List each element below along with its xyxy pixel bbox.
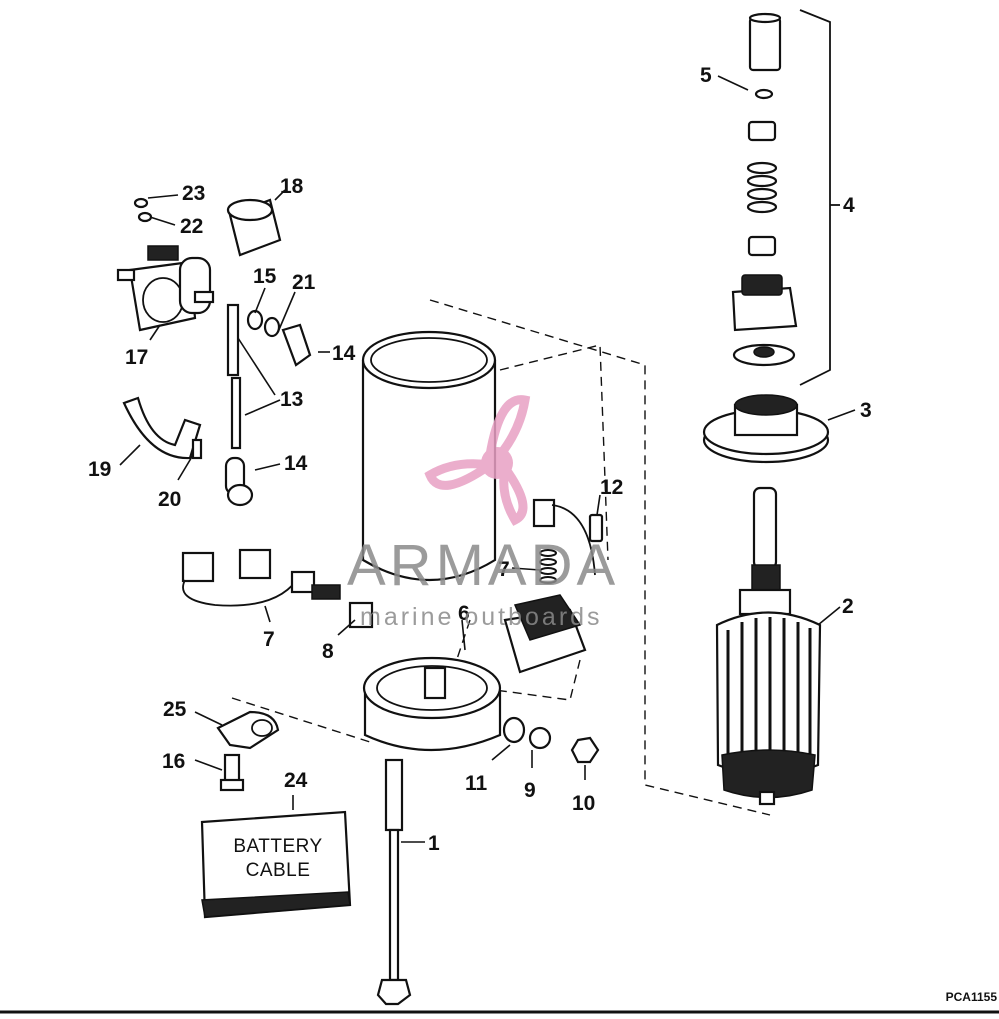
callout-20: 20 [158, 488, 181, 511]
assembly-guide-lines [231, 9, 840, 816]
armature [715, 486, 822, 806]
callout-2: 2 [842, 595, 854, 618]
callout-22: 22 [180, 215, 203, 238]
through-bolt [376, 758, 412, 1006]
callout-7-right: 7 [498, 558, 510, 581]
callout-9: 9 [524, 779, 536, 802]
solenoid-cables [224, 303, 312, 507]
callout-12: 12 [600, 476, 623, 499]
watermark-title: ARMADA [347, 533, 619, 598]
drive-assembly [731, 12, 798, 367]
callout-18: 18 [280, 175, 304, 198]
leader-lines [119, 75, 856, 843]
commutator-end-head [348, 601, 502, 752]
solenoid-bracket [122, 396, 203, 460]
battery-box-line1: BATTERY [233, 836, 322, 857]
callout-8: 8 [322, 640, 334, 663]
callout-3: 3 [860, 399, 872, 422]
starter-frame-housing [361, 330, 497, 581]
callout-10: 10 [572, 792, 595, 815]
callout-labels: 5 4 3 2 1 6 7 7 8 9 10 11 12 13 14 14 15… [88, 64, 872, 855]
washers-and-nut [502, 716, 600, 764]
solenoid [116, 197, 215, 332]
solenoid-boot [226, 198, 282, 257]
battery-cable-clamp [216, 710, 280, 792]
figure-code: PCA1155 [946, 990, 998, 1004]
callout-7-left: 7 [263, 628, 275, 651]
armada-watermark: ARMADA marine outboards [347, 395, 619, 631]
callout-11: 11 [465, 772, 488, 795]
callout-1: 1 [428, 832, 440, 855]
watermark-subtitle: marine outboards [360, 603, 603, 631]
battery-box-line2: CABLE [246, 860, 311, 881]
callout-5: 5 [700, 64, 712, 87]
callout-13: 13 [280, 388, 303, 411]
callout-15: 15 [253, 265, 277, 288]
callout-4: 4 [843, 194, 855, 217]
callout-14-lower: 14 [284, 452, 308, 475]
callout-14-upper: 14 [332, 342, 356, 365]
callout-23: 23 [182, 182, 205, 205]
callout-17: 17 [125, 346, 148, 369]
callout-6: 6 [458, 602, 470, 625]
callout-24: 24 [284, 769, 308, 792]
brush-plate-assembly [181, 548, 341, 607]
callout-16: 16 [162, 750, 185, 773]
drive-end-plate [702, 394, 830, 464]
callout-21: 21 [292, 271, 316, 294]
brush-holder-parts [503, 498, 604, 674]
battery-cable-box: BATTERY CABLE [200, 810, 352, 919]
callout-19: 19 [88, 458, 111, 481]
propeller-logo-icon [424, 395, 531, 526]
callout-25: 25 [163, 698, 187, 721]
